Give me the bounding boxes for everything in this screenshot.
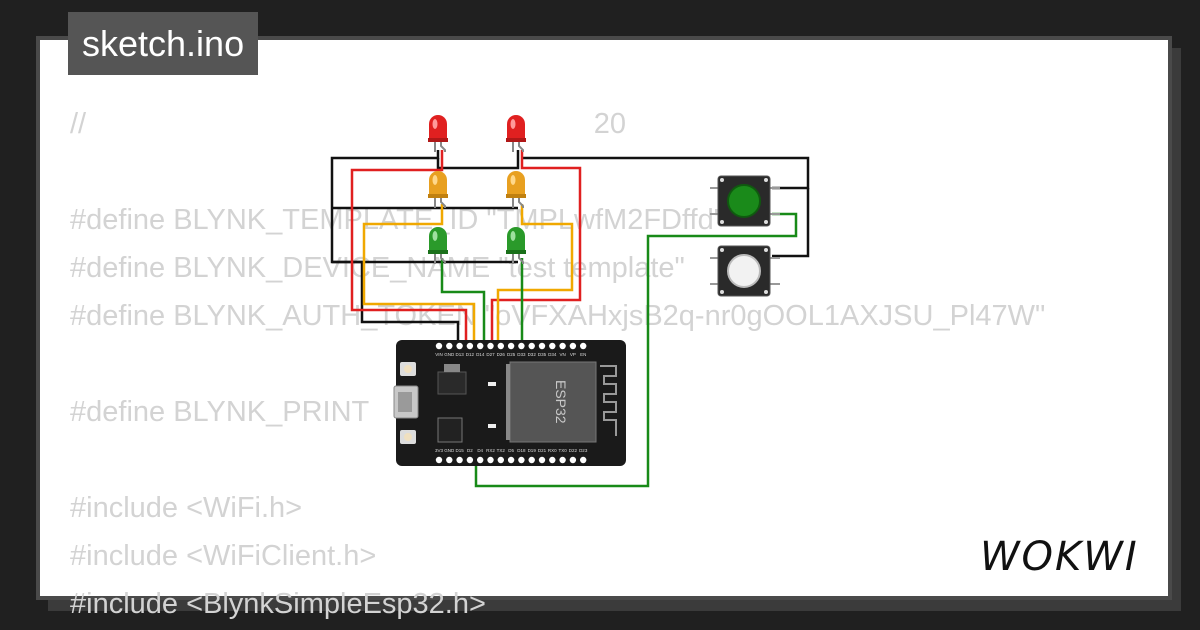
pin-d18[interactable] (518, 456, 525, 464)
pin-label: D21 (538, 448, 547, 453)
pin-d33[interactable] (518, 342, 525, 350)
code-line: #include <WiFiClient.h> (70, 540, 377, 572)
led-red-1[interactable] (428, 115, 448, 152)
pin-label: 3V3 (435, 448, 444, 453)
code-line: #define BLYNK_PRINT (70, 396, 370, 428)
sketch-file-title: sketch.ino (68, 12, 259, 75)
wire-gnd-2 (436, 150, 520, 170)
wire-btn2-gnd (772, 188, 810, 258)
led-yellow-2[interactable] (506, 171, 526, 208)
pin-label: RX2 (486, 448, 495, 453)
wire-green-1 (440, 258, 486, 345)
pin-vin[interactable] (435, 342, 443, 350)
pin-label: D2 (467, 448, 473, 453)
pin-label: TX0 (558, 448, 567, 453)
pin-label: GND (444, 448, 455, 453)
code-line: #include <BlynkSimpleEsp32.h> (70, 588, 486, 620)
pin-label: VP (570, 352, 576, 357)
pin-d2[interactable] (466, 456, 474, 464)
usb-uart-chip (437, 417, 463, 443)
code-line: // 20 (70, 108, 626, 140)
pin-label: D34 (548, 352, 557, 357)
pin-gnd[interactable] (446, 456, 453, 464)
pin-vn[interactable] (559, 342, 566, 350)
voltage-regulator (437, 371, 467, 395)
wokwi-logo: WOKWI (980, 534, 1139, 580)
pin-label: D22 (569, 448, 578, 453)
esp32-chip-label: ESP32 (553, 380, 569, 424)
wire-orange-1 (362, 204, 476, 345)
pin-d27[interactable] (487, 342, 494, 350)
wire-btn-gnd (522, 156, 810, 190)
pin-label: D27 (486, 352, 495, 357)
preview-card: // 20 #define BLYNK_TEMPLATE_ID "TMPLwfM2… (36, 36, 1172, 620)
pin-label: D15 (455, 448, 464, 453)
pin-d22[interactable] (569, 456, 577, 464)
pin-label: D12 (466, 352, 475, 357)
pin-3v3[interactable] (435, 456, 443, 464)
pin-label: D23 (579, 448, 588, 453)
wire-orange-2 (496, 204, 574, 345)
pin-d4[interactable] (477, 456, 484, 464)
pin-d23[interactable] (580, 456, 587, 464)
pin-label: D19 (528, 448, 537, 453)
pin-rx2[interactable] (487, 456, 494, 464)
code-line: #define BLYNK_TEMPLATE_ID "TMPLwfM2FDffd… (70, 204, 724, 236)
pin-vp[interactable] (569, 342, 577, 350)
pin-label: VIN (435, 352, 443, 357)
pin-label: D26 (497, 352, 506, 357)
pin-label: D4 (477, 448, 483, 453)
pin-label: RX0 (548, 448, 557, 453)
wires (330, 150, 810, 488)
pin-d25[interactable] (507, 342, 515, 350)
pin-label: D35 (538, 352, 547, 357)
pin-d35[interactable] (538, 342, 546, 350)
pin-label: D18 (517, 448, 526, 453)
code-line: #define BLYNK_AUTH_TOKEN "oVFXAHxjsB2q-n… (70, 300, 1046, 332)
pin-label: EN (580, 352, 586, 357)
pin-gnd[interactable] (446, 342, 453, 350)
pushbutton-green[interactable] (710, 175, 780, 227)
led-green-1[interactable] (428, 227, 448, 264)
led-green-2[interactable] (506, 227, 526, 264)
pin-d14[interactable] (477, 342, 484, 350)
wire-green-btn (474, 212, 798, 488)
pin-rx0[interactable] (549, 456, 556, 464)
led-red-2[interactable] (506, 115, 526, 152)
wire-red-2 (490, 150, 582, 345)
pin-tx0[interactable] (559, 456, 566, 464)
pin-label: D33 (517, 352, 526, 357)
pin-d15[interactable] (456, 456, 463, 464)
esp32-module (509, 361, 597, 443)
led-yellow-1[interactable] (428, 171, 448, 208)
pin-d19[interactable] (528, 456, 535, 464)
code-line: #include <WiFi.h> (70, 492, 303, 524)
pin-label: TX2 (497, 448, 506, 453)
pin-d12[interactable] (466, 342, 474, 350)
pin-label: D13 (455, 352, 464, 357)
pin-d34[interactable] (549, 342, 556, 350)
wire-red-1 (350, 150, 468, 345)
pin-label: D32 (528, 352, 537, 357)
pin-label: GND (444, 352, 455, 357)
pin-label: D5 (508, 448, 514, 453)
pin-label: D14 (476, 352, 485, 357)
pin-d13[interactable] (456, 342, 463, 350)
pin-label: D25 (507, 352, 516, 357)
wokwi-logo-text: WOKWI (980, 534, 1139, 580)
pin-en[interactable] (580, 342, 587, 350)
code-line: #define BLYNK_DEVICE_NAME "test template… (70, 252, 685, 284)
pin-label: VN (559, 352, 565, 357)
pin-d5[interactable] (507, 456, 515, 464)
pin-d32[interactable] (528, 342, 535, 350)
pin-d26[interactable] (497, 342, 504, 350)
pin-tx2[interactable] (497, 456, 504, 464)
pin-d21[interactable] (538, 456, 546, 464)
pushbutton-white[interactable] (710, 245, 780, 297)
